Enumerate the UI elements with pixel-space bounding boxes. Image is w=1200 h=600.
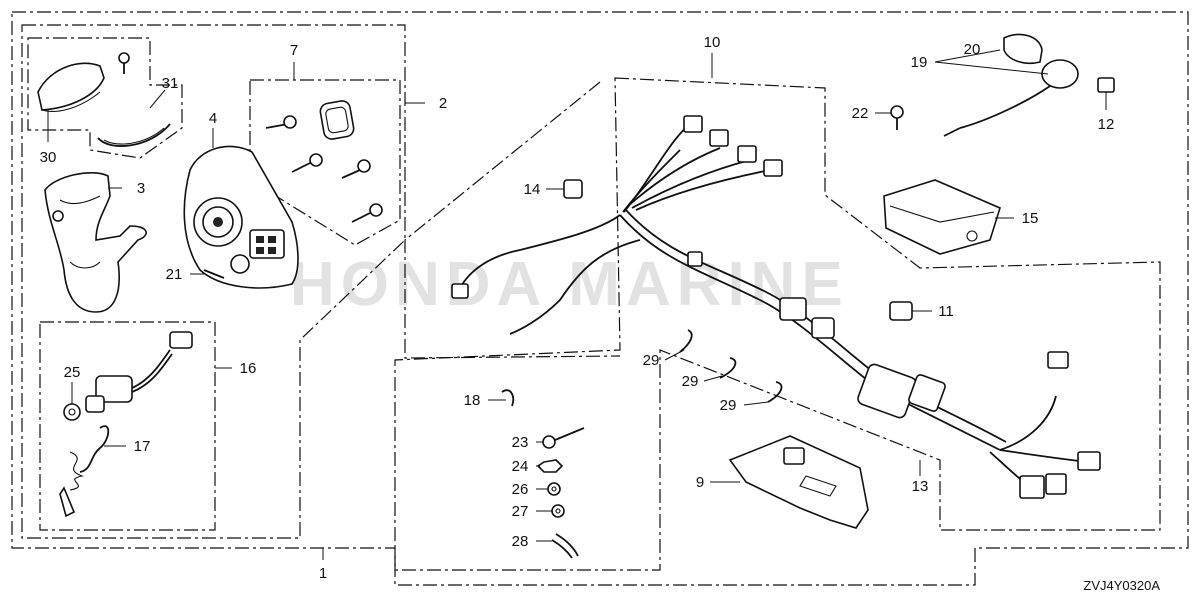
callout-29-b: 29: [682, 373, 699, 390]
clip-part-21: [203, 269, 225, 279]
callout-12: 12: [1098, 116, 1115, 133]
callout-29-a: 29: [643, 352, 660, 369]
callouts: 1 2 3 4 7 9 10 11 12 13 14 15 16 17 18 1…: [40, 34, 1115, 582]
callout-28: 28: [512, 533, 529, 550]
callout-21: 21: [166, 266, 183, 283]
screw-icon: [341, 159, 371, 179]
control-module-part-15: [883, 179, 1001, 255]
callout-15: 15: [1022, 210, 1039, 227]
callout-24: 24: [512, 458, 529, 475]
boundary-harness-10: [394, 77, 1161, 571]
watermark-text: HONDA MARINE: [290, 250, 849, 319]
bolt-part-23: [542, 427, 585, 449]
screw-icon: [118, 52, 130, 74]
callout-25: 25: [64, 364, 81, 381]
callout-9: 9: [696, 474, 704, 491]
leader-lines: [47, 49, 1107, 560]
callout-30: 30: [40, 149, 57, 166]
boundary-cover-30-31: [27, 37, 183, 159]
watermark: HONDA MARINE: [290, 250, 849, 319]
screw-set-part-7: [265, 100, 383, 223]
kill-switch-part-16: [85, 331, 193, 413]
screw-icon: [351, 203, 383, 223]
bolt-part-22: [890, 105, 904, 130]
sensor-part-19: [943, 33, 1079, 137]
clamp-part-29: [679, 329, 783, 403]
callout-10: 10: [704, 34, 721, 51]
callout-20: 20: [964, 41, 981, 58]
grommet-part-14: [563, 179, 583, 199]
callout-11: 11: [938, 303, 954, 320]
callout-29-c: 29: [720, 397, 737, 414]
callout-1: 1: [319, 565, 327, 582]
callout-14: 14: [524, 181, 541, 198]
boundary-harness-inner: [404, 81, 621, 359]
callout-22: 22: [852, 105, 869, 122]
callout-16: 16: [240, 360, 257, 377]
callout-19: 19: [911, 54, 928, 71]
callout-26: 26: [512, 481, 529, 498]
boundary-assembly-1: [11, 11, 1189, 586]
clamp-part-28: [551, 533, 579, 559]
control-cover-part-4: [183, 145, 299, 289]
callout-13: 13: [912, 478, 929, 495]
callout-27: 27: [512, 503, 529, 520]
callout-17: 17: [134, 438, 151, 455]
callout-31: 31: [162, 75, 179, 92]
seal-part-31: [97, 123, 171, 147]
boundary-assembly-2: [21, 24, 406, 539]
washer-part-26: [547, 482, 561, 496]
clip-part-18: [501, 389, 515, 407]
boundary-switch-16: [39, 321, 216, 531]
screw-icon: [265, 115, 297, 129]
callout-4: 4: [209, 110, 217, 127]
drawing-code: ZVJ4Y0320A: [1083, 578, 1160, 593]
nut-part-24: [536, 459, 564, 473]
connector-part-12: [1097, 77, 1115, 93]
callout-18: 18: [464, 392, 481, 409]
bracket-part-9: [728, 435, 869, 529]
washer-part-27: [551, 504, 565, 518]
lanyard-part-17: [59, 425, 110, 518]
callout-2: 2: [439, 95, 447, 112]
cover-part-30: [37, 62, 105, 112]
screw-icon: [291, 153, 323, 173]
washer-part-25: [63, 403, 81, 421]
callout-3: 3: [137, 180, 145, 197]
callout-7: 7: [290, 42, 298, 59]
wire-harness-part-10: [451, 115, 1101, 499]
grommet-icon: [319, 100, 355, 140]
connector-part-11: [889, 301, 913, 321]
callout-23: 23: [512, 434, 529, 451]
lever-part-3: [44, 172, 147, 313]
